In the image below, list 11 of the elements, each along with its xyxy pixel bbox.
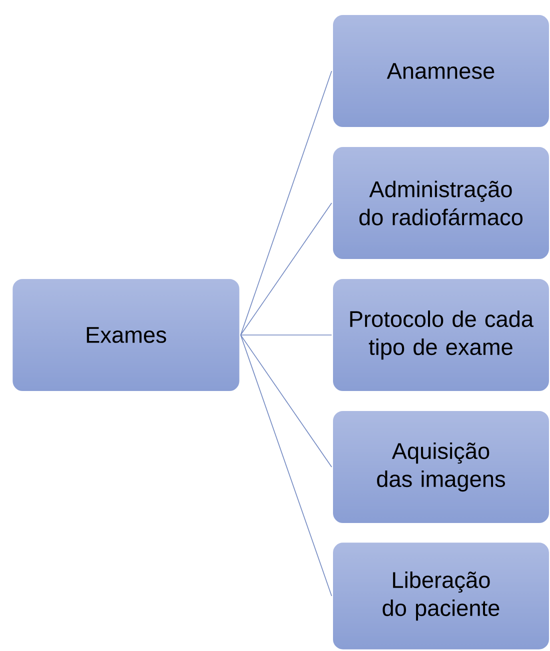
process-box: Aquisição das imagens <box>332 410 550 524</box>
process-box: Administração do radiofármaco <box>332 146 550 260</box>
process-box: Exames <box>11 278 241 392</box>
process-box: Anamnese <box>332 14 550 128</box>
connector-line <box>240 334 332 596</box>
connector-line <box>240 202 332 336</box>
connector-line <box>240 70 332 336</box>
process-box: Liberação do paciente <box>332 541 550 651</box>
connector-line <box>240 334 332 468</box>
connector-line <box>240 334 332 336</box>
process-box: Protocolo de cada tipo de exame <box>332 278 550 392</box>
